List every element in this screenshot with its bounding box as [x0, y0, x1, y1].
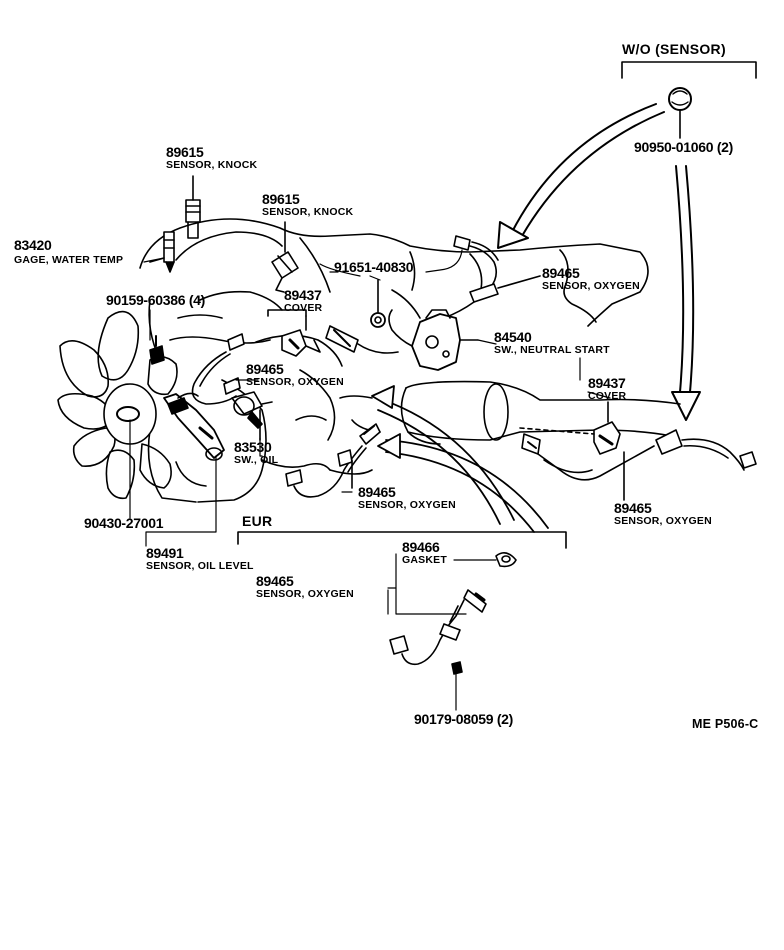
part-number-90430-27001: 90430-27001 [84, 515, 164, 531]
part-number-89615: 89615 [166, 144, 204, 160]
knock-sensor-icon [271, 221, 299, 293]
fan-icon [57, 310, 178, 500]
part-number-89437: 89437 [284, 287, 322, 303]
plug-icon [370, 279, 386, 328]
oxygen-sensor-icon [389, 589, 487, 666]
cover-icon [519, 401, 621, 455]
oxygen-sensor-icon [285, 423, 381, 498]
oxygen-sensor-icon [325, 325, 399, 354]
nut-icon [451, 661, 463, 711]
wo-sensor-bracket [621, 61, 757, 139]
oxygen-sensor-icon [443, 235, 541, 319]
part-desc-oxygen-sensor: SENSOR, OXYGEN [256, 588, 354, 600]
part-number-89491: 89491 [146, 545, 184, 561]
plug-icon [668, 87, 692, 111]
neutral-start-switch-icon [388, 309, 479, 371]
part-number-89465: 89465 [358, 484, 396, 500]
knock-sensor-icon [185, 175, 201, 239]
part-number-90179-08059: 90179-08059 (2) [414, 711, 514, 727]
oxygen-sensor-icon [191, 333, 245, 405]
part-desc-oil-switch: SW., OIL [234, 454, 279, 466]
leader-lines [129, 249, 611, 547]
part-desc-knock-sensor: SENSOR, KNOCK [262, 206, 354, 218]
part-number-90950-01060: 90950-01060 (2) [634, 139, 734, 155]
part-desc-oil-level-sensor: SENSOR, OIL LEVEL [146, 560, 254, 572]
part-number-89465: 89465 [246, 361, 284, 377]
bolt-icon [149, 335, 165, 365]
eur-group-leader [387, 553, 497, 615]
part-desc-oxygen-sensor: SENSOR, OXYGEN [358, 499, 456, 511]
part-number-91651-40830: 91651-40830 [334, 259, 414, 275]
part-number-89437: 89437 [588, 375, 626, 391]
part-number-90159-60386: 90159-60386 (4) [106, 292, 206, 308]
part-desc-cover: COVER [284, 302, 323, 314]
part-number-89465: 89465 [614, 500, 652, 516]
arrow-to-rear-sensor [671, 165, 701, 421]
part-number-83530: 83530 [234, 439, 272, 455]
part-number-89465: 89465 [256, 573, 294, 589]
part-number-89615: 89615 [262, 191, 300, 207]
oxygen-sensor-icon [521, 429, 757, 501]
cover-icon [267, 309, 321, 357]
gasket-icon [495, 552, 517, 568]
oil-level-sensor-icon [163, 392, 225, 461]
part-desc-water-temp-gage: GAGE, WATER TEMP [14, 254, 124, 266]
part-desc-knock-sensor: SENSOR, KNOCK [166, 159, 258, 171]
part-number-89466: 89466 [402, 539, 440, 555]
part-desc-cover: COVER [588, 390, 627, 402]
oil-switch-icon [231, 391, 273, 441]
eur-group-label: EUR [242, 513, 273, 529]
arrow-to-oxygen-sensor [497, 103, 665, 249]
part-number-83420: 83420 [14, 237, 52, 253]
part-desc-oxygen-sensor: SENSOR, OXYGEN [246, 376, 344, 388]
part-desc-neutral-start-switch: SW., NEUTRAL START [494, 344, 610, 356]
wo-sensor-group-label: W/O (SENSOR) [622, 41, 726, 57]
part-desc-oxygen-sensor: SENSOR, OXYGEN [542, 280, 640, 292]
part-number-89465: 89465 [542, 265, 580, 281]
engine-block [139, 218, 649, 503]
part-desc-gasket: GASKET [402, 554, 447, 566]
eur-bracket [237, 531, 567, 549]
part-desc-oxygen-sensor: SENSOR, OXYGEN [614, 515, 712, 527]
front-pipe [371, 385, 549, 533]
part-number-84540: 84540 [494, 329, 532, 345]
diagram-reference: ME P506-C [692, 717, 759, 731]
